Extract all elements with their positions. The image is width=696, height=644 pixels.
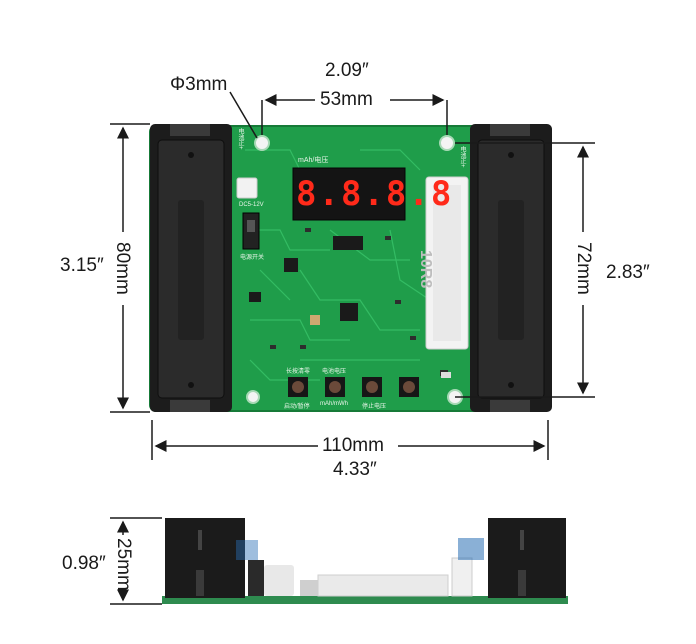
board-width-mm-label: 110mm	[322, 435, 384, 456]
switch-label: 电源开关	[240, 255, 265, 261]
load-resistor	[425, 176, 469, 350]
ic-chip-4	[249, 292, 261, 302]
side-battery-holder-right	[488, 518, 566, 598]
hole-spacing-mm-label: 53mm	[320, 89, 373, 110]
edge-text-left: 电池正+	[237, 128, 243, 150]
status-led	[441, 372, 451, 378]
button-4	[399, 377, 419, 397]
hole-vertical-mm-label: 72mm	[573, 242, 594, 295]
button-label-top-1: 长按清零	[286, 369, 311, 375]
power-connector	[236, 177, 258, 199]
side-battery-holder-left	[165, 518, 245, 598]
hole-spacing-inch-label: 2.09″	[325, 60, 369, 81]
button-2	[325, 377, 345, 397]
display-label: mAh/电压	[298, 157, 329, 164]
board-height-mm-label: 80mm	[112, 242, 133, 295]
button-3	[362, 377, 382, 397]
pcb-board-side	[162, 596, 568, 604]
button-label-bottom-2: mAh/mWh	[320, 401, 349, 407]
hole-diameter-label: Φ3mm	[170, 74, 228, 95]
board-width-inch-label: 4.33″	[333, 459, 377, 480]
side-height-mm-label: 25mm	[113, 538, 134, 591]
tactile-buttons	[288, 377, 419, 397]
led-digits: 8.8.8.8	[296, 174, 454, 214]
side-height-inch-label: 0.98″	[62, 553, 106, 574]
board-height-inch-label: 3.15″	[60, 255, 104, 276]
dimension-lines-side	[110, 517, 162, 605]
side-view	[162, 518, 568, 604]
button-label-top-2: 电池电压	[322, 369, 347, 375]
button-label-bottom-1: 启动/暂停	[284, 404, 310, 410]
mounting-hole-top-left	[254, 135, 270, 151]
hole-vertical-inch-label: 2.83″	[606, 262, 650, 283]
dimension-lines-top	[110, 91, 595, 460]
led-display	[292, 167, 406, 221]
button-label-bottom-3: 停止电压	[362, 404, 387, 410]
battery-holder-right	[470, 124, 552, 412]
ic-chip-1	[333, 236, 363, 250]
ic-chip-3	[284, 258, 298, 272]
button-1	[288, 377, 308, 397]
ic-chip-2	[340, 303, 358, 321]
mounting-hole-bottom-left	[246, 390, 260, 404]
resistor-marking: 10R8	[417, 250, 434, 289]
mounting-hole-top-right	[439, 135, 455, 151]
connector-label: DC5-12V	[239, 202, 264, 208]
edge-text-right: 电池正+	[459, 146, 465, 168]
battery-holder-left	[150, 124, 232, 412]
